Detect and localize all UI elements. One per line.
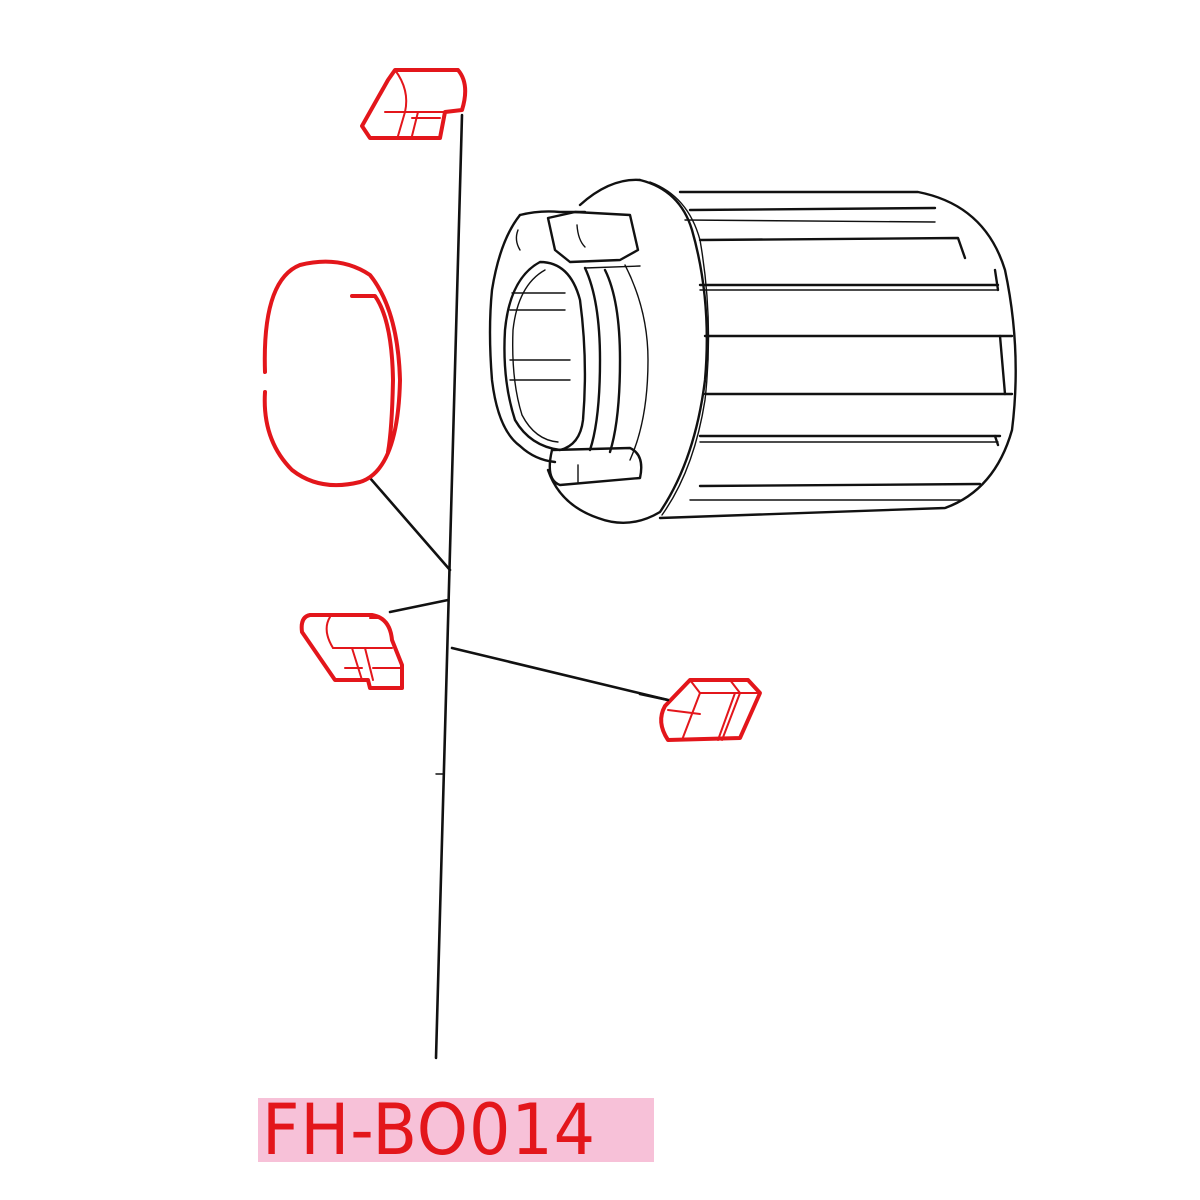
freehub-body-icon (488, 178, 1017, 524)
part-code-highlight (258, 1098, 654, 1162)
leader-lines (368, 113, 670, 1060)
pawl-left-icon (299, 613, 404, 690)
pawl-top-icon (360, 68, 468, 140)
pawl-spring-ring-icon (262, 259, 402, 488)
pawl-right-icon (659, 678, 762, 742)
part-code-label: FH-BO014 (262, 1089, 597, 1171)
